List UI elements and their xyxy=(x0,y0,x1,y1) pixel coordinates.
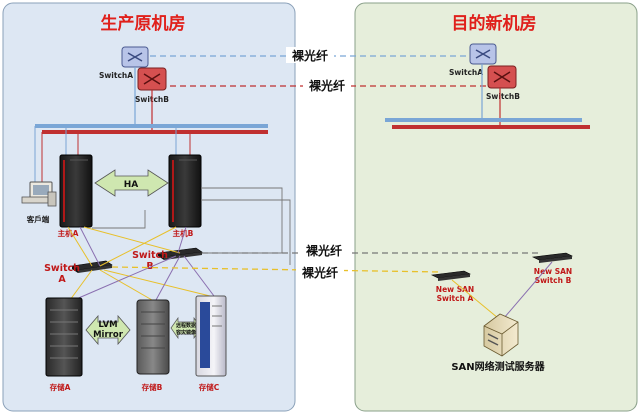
remote-label-line2: 容灾镜像 xyxy=(175,329,197,336)
remote-label-line1: 远程数据 xyxy=(176,322,196,329)
san-fiber-link-yellow xyxy=(111,266,443,273)
dest-switch-a-label: SwitchA xyxy=(449,68,483,77)
storage-c-label: 存储C xyxy=(198,382,220,392)
storage-a-label: 存储A xyxy=(49,382,71,392)
san-cabling xyxy=(67,226,215,301)
switch-a-label: SwitchA xyxy=(99,71,133,80)
host-b-network-line-2 xyxy=(201,199,291,265)
lvm-mirror-arrow-icon xyxy=(85,314,131,346)
san-switch-b-label-line1: Switch xyxy=(132,250,168,261)
new-san-a-cable xyxy=(451,279,499,319)
fiber-label-3: 裸光纤 xyxy=(306,243,342,258)
dest-switch-b-label: SwitchB xyxy=(486,92,520,101)
dest-switch-b-icon xyxy=(487,65,517,89)
lvm-label-line1: LVM xyxy=(98,320,117,330)
fiber-label-1: 裸光纤 xyxy=(292,48,328,63)
client-computer-icon xyxy=(21,181,57,207)
fiber-label-2: 裸光纤 xyxy=(309,78,345,93)
san-switch-a-label-line2: A xyxy=(58,274,66,285)
new-san-switch-b-label-line2: Switch B xyxy=(535,276,572,285)
switch-b-icon xyxy=(137,67,167,91)
destination-room-title: 目的新机房 xyxy=(452,13,537,34)
san-switch-b-label-line2: B xyxy=(146,261,153,272)
host-a-label: 主机A xyxy=(58,228,79,238)
production-room-title: 生产原机房 xyxy=(101,13,186,34)
client-label: 客戶端 xyxy=(26,214,50,224)
host-b-server-icon xyxy=(168,154,202,228)
switch-a-icon xyxy=(121,46,149,68)
new-san-switch-a-icon xyxy=(430,270,472,281)
destination-room-panel xyxy=(354,2,638,412)
new-san-b-cable xyxy=(503,261,553,319)
test-server-label: SAN网络测试服务器 xyxy=(451,360,545,373)
dest-switch-a-icon xyxy=(469,43,497,65)
ha-label: HA xyxy=(124,180,139,190)
storage-b-icon xyxy=(136,299,170,375)
san-switch-a-label-line1: Switch xyxy=(44,263,80,274)
fiber-label-4: 裸光纤 xyxy=(302,265,338,280)
storage-c-icon xyxy=(195,295,227,377)
new-san-switch-a-label-line1: New SAN xyxy=(436,285,474,294)
fiber-label-bg-2 xyxy=(303,77,351,93)
fiber-label-bg-1 xyxy=(286,47,334,63)
test-server-icon xyxy=(483,313,519,357)
host-a-network-line xyxy=(92,210,146,229)
fiber-label-bg-4 xyxy=(296,264,344,280)
ha-arrow-icon xyxy=(94,169,169,197)
new-san-switch-b-icon xyxy=(531,252,574,263)
storage-a-icon xyxy=(45,297,83,377)
new-san-switch-b-label-line1: New SAN xyxy=(534,267,572,276)
storage-b-label: 存储B xyxy=(141,382,163,392)
fiber-label-bg-3 xyxy=(300,242,348,258)
new-san-switch-a-label-line2: Switch A xyxy=(437,294,474,303)
lvm-label-line2: Mirror xyxy=(93,330,124,340)
host-b-label: 主机B xyxy=(173,228,194,238)
host-a-server-icon xyxy=(59,154,93,228)
